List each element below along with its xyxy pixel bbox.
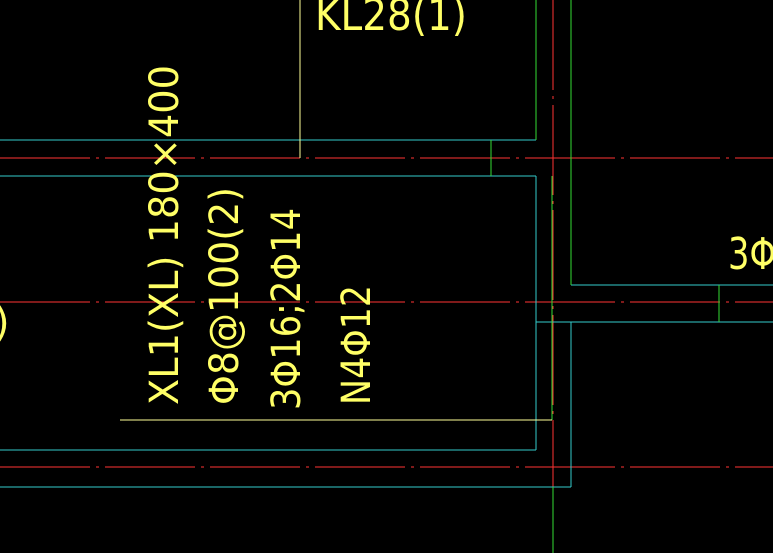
- leader-lines: [120, 0, 552, 421]
- cantilever-beam-annotation: XL1(XL) 180×400 Φ8@100(2) 3Φ16;2Φ14 N4Φ1…: [142, 65, 380, 410]
- beam-label-kl28: KL28(1): [315, 0, 467, 41]
- xl1-name-size: XL1(XL) 180×400: [142, 65, 188, 405]
- xl1-main-bars: 3Φ16;2Φ14: [264, 208, 310, 410]
- partial-label-right: 3Φ: [728, 229, 773, 280]
- beam-edges: [0, 139, 773, 488]
- partial-label-left: ): [0, 300, 10, 346]
- xl1-side-bars: N4Φ12: [334, 285, 380, 405]
- xl1-stirrups: Φ8@100(2): [202, 187, 248, 405]
- slab-edges: [490, 0, 720, 553]
